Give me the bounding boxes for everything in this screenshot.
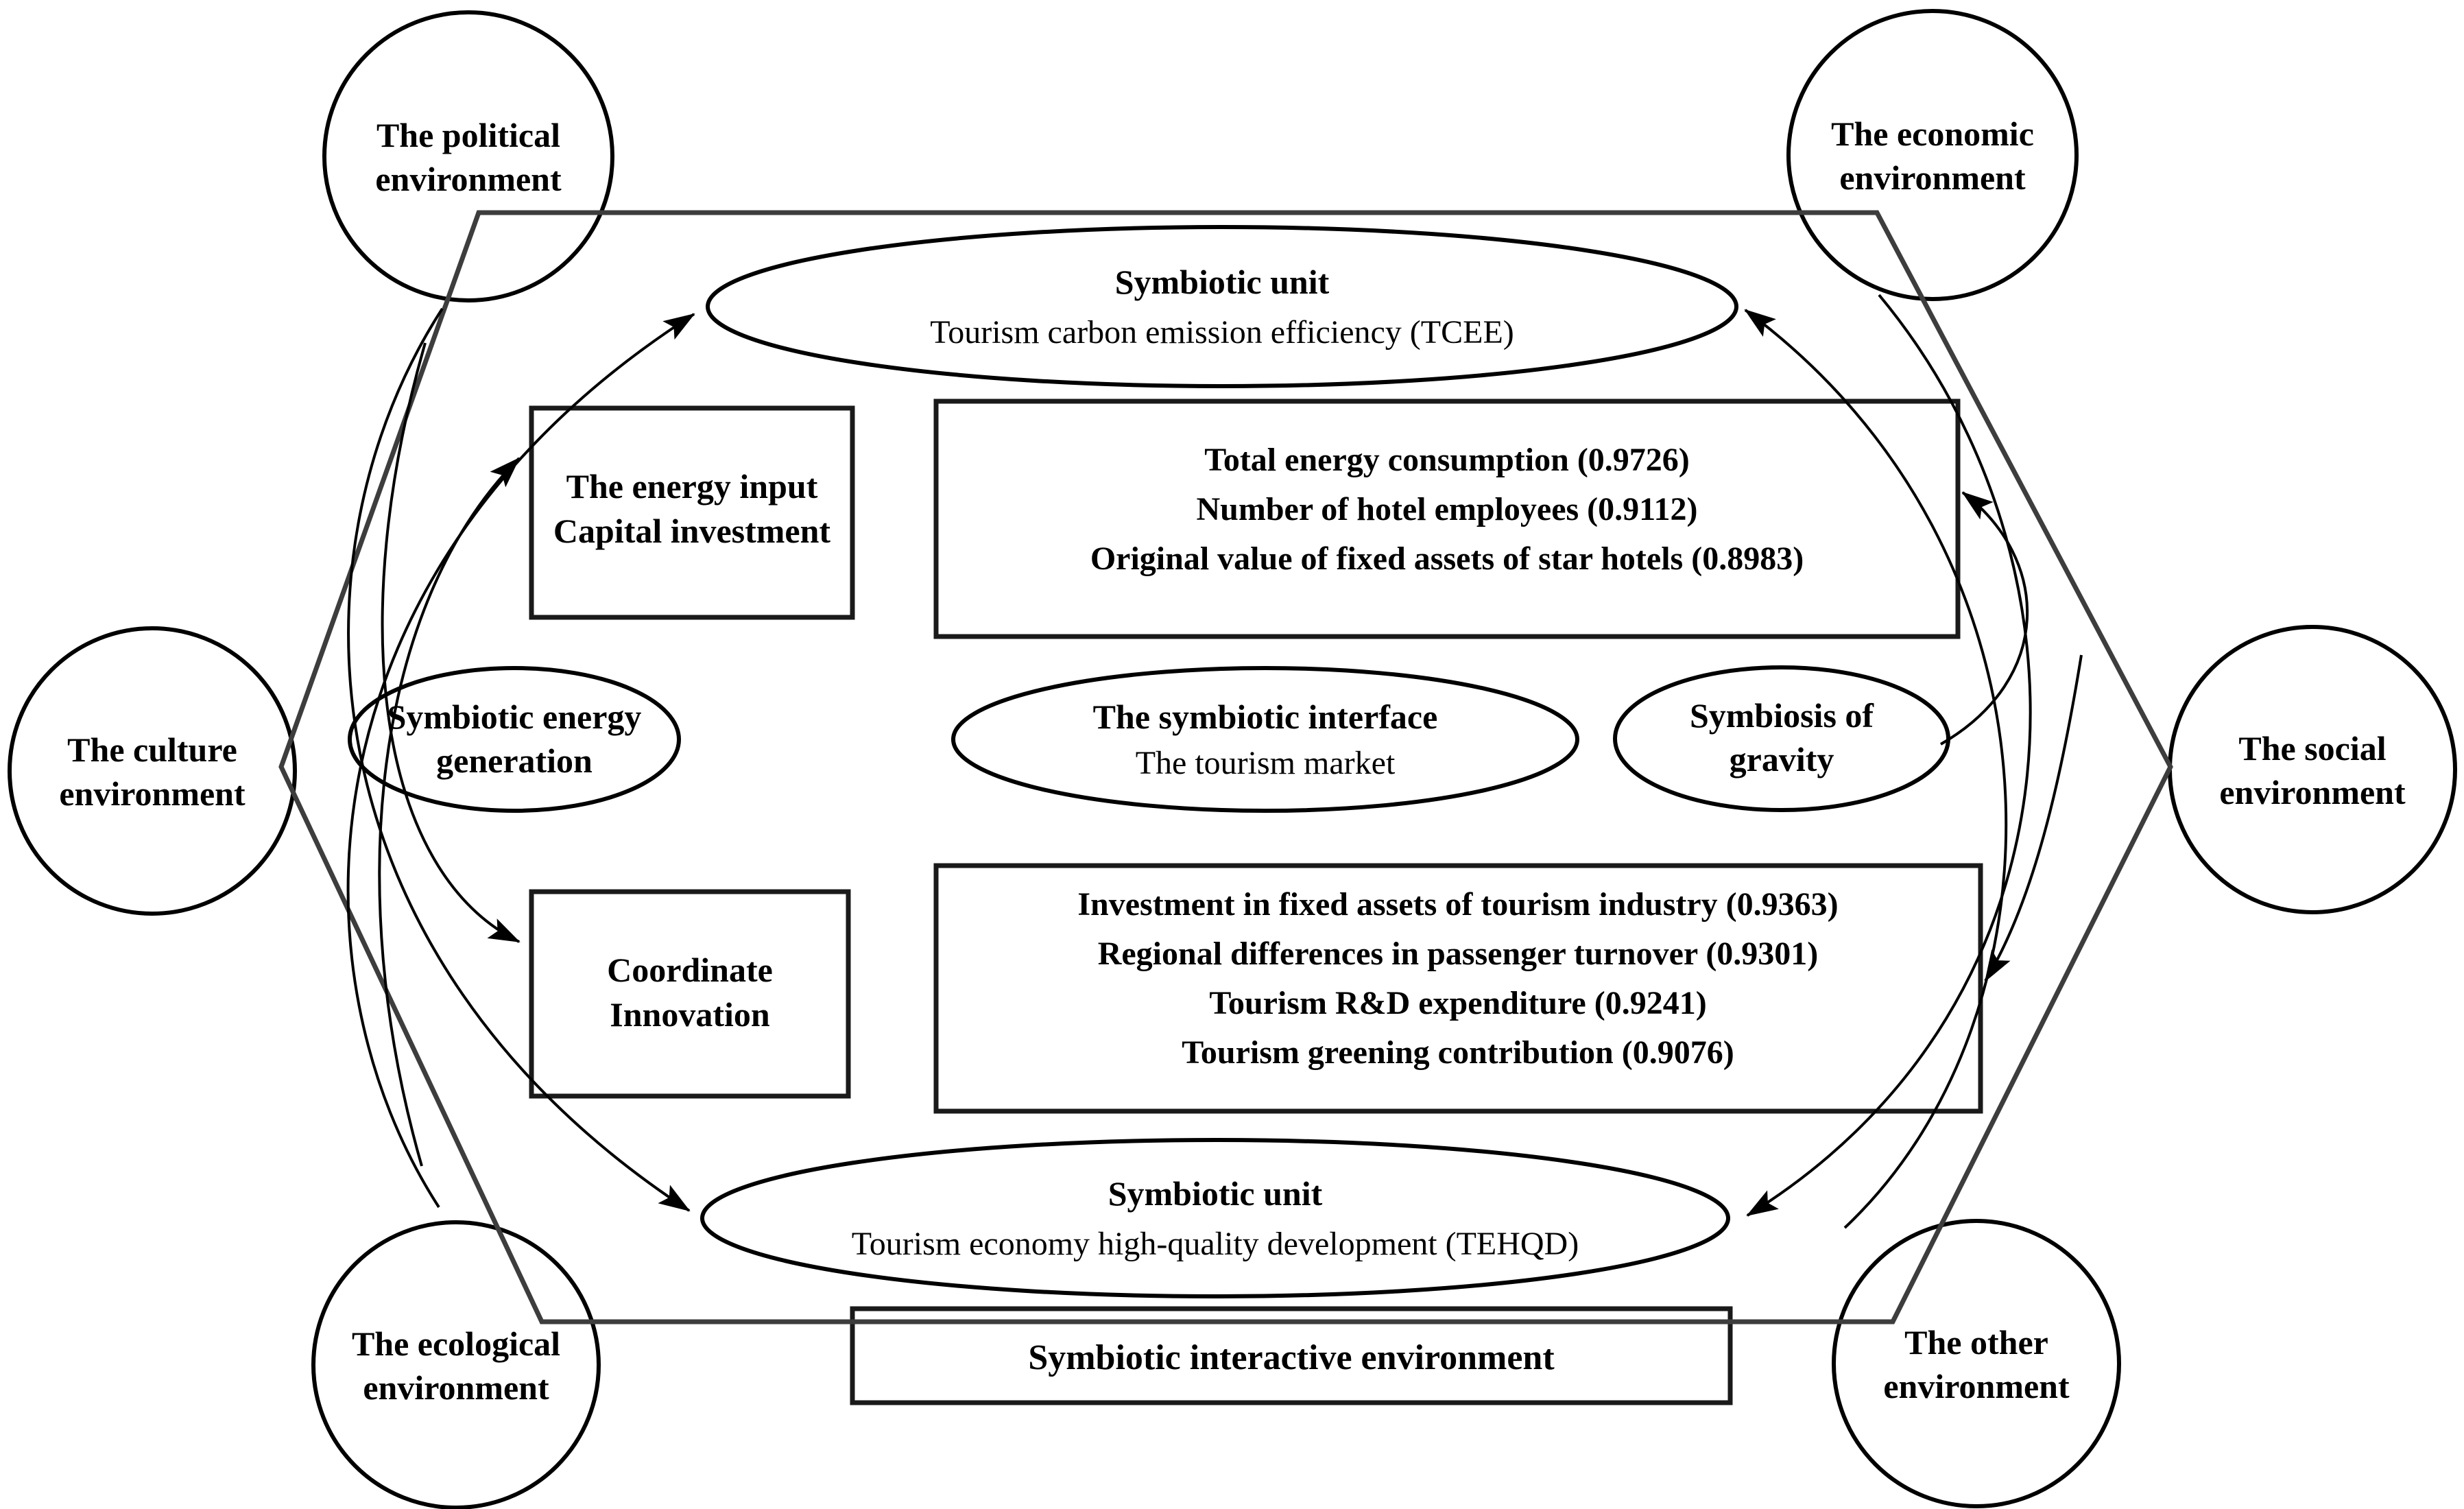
political-environment-label-line1: The political xyxy=(376,116,560,154)
political-environment-label-line2: environment xyxy=(375,160,562,198)
other-environment-label-line1: The other xyxy=(1904,1323,2048,1362)
ecological-environment-label-line1: The ecological xyxy=(352,1324,560,1363)
social-environment-label-line1: The social xyxy=(2238,729,2386,768)
symbiotic-interface-subtitle: The tourism market xyxy=(1136,745,1396,781)
tehqd-unit-title: Symbiotic unit xyxy=(1108,1174,1323,1213)
coordinate-innovation-label-line2: Innovation xyxy=(610,995,770,1034)
tehqd-indicator-1: Investment in fixed assets of tourism in… xyxy=(1077,886,1838,923)
other-environment-circle xyxy=(1832,1219,2121,1508)
coordinate-innovation-label-line1: Coordinate xyxy=(607,951,773,989)
arrow-right-to-tehqd-indicators xyxy=(1984,654,2083,982)
tcee-indicator-3: Original value of fixed assets of star h… xyxy=(1090,540,1804,577)
tehqd-unit-subtitle: Tourism economy high-quality development… xyxy=(852,1226,1579,1262)
gravity-label-line2: gravity xyxy=(1730,740,1834,779)
other-environment-label-line2: environment xyxy=(1883,1367,2070,1405)
tcee-unit-title: Symbiotic unit xyxy=(1115,263,1330,301)
arrow-left-to-innovation xyxy=(381,342,521,943)
symbiotic-interface-ellipse xyxy=(951,666,1579,813)
social-environment-circle xyxy=(2168,625,2457,914)
labels: The political environment The economic e… xyxy=(59,115,2406,1407)
tcee-indicators-box xyxy=(933,399,1961,639)
arrow-right-to-tcee xyxy=(1744,309,2008,1229)
tehqd-indicators-box xyxy=(933,863,1983,1114)
culture-environment-circle xyxy=(8,626,297,916)
arrow-right-to-tcee-indicators xyxy=(1940,491,2029,746)
culture-environment-label-line1: The culture xyxy=(67,730,237,769)
social-environment-label-line2: environment xyxy=(2219,773,2406,811)
ecological-environment-label-line2: environment xyxy=(363,1368,549,1407)
symbiotic-interface-title: The symbiotic interface xyxy=(1093,698,1438,736)
energy-input-box xyxy=(529,405,855,620)
economic-environment-circle xyxy=(1786,9,2079,301)
symbiotic-interactive-environment-label: Symbiotic interactive environment xyxy=(1028,1338,1555,1377)
tcee-indicator-2: Number of hotel employees (0.9112) xyxy=(1196,491,1697,527)
connector-arrows xyxy=(346,294,2083,1229)
energy-generation-label-line2: generation xyxy=(436,741,593,780)
economic-environment-label-line1: The economic xyxy=(1831,115,2034,153)
arrow-left-to-tcee xyxy=(346,313,695,1209)
arrow-right-to-tehqd xyxy=(1746,294,2032,1217)
economic-environment-label-line2: environment xyxy=(1839,158,2026,197)
energy-generation-label-line1: Symbiotic energy xyxy=(387,698,642,736)
tcee-unit-subtitle: Tourism carbon emission efficiency (TCEE… xyxy=(930,314,1514,350)
factor-boxes xyxy=(529,399,1983,1114)
symbiotic-unit-tehqd-ellipse xyxy=(700,1138,1730,1298)
energy-input-label-line2: Capital investment xyxy=(553,512,831,550)
political-environment-circle xyxy=(322,10,614,302)
gravity-label-line1: Symbiosis of xyxy=(1690,696,1874,735)
energy-input-label-line1: The energy input xyxy=(566,467,818,506)
tehqd-indicator-2: Regional differences in passenger turnov… xyxy=(1098,936,1819,972)
symbiotic-interactive-environment-box xyxy=(850,1306,1733,1405)
arrow-left-to-energy-input xyxy=(378,457,521,1167)
tcee-indicator-1: Total energy consumption (0.9726) xyxy=(1204,442,1690,478)
tehqd-indicator-4: Tourism greening contribution (0.9076) xyxy=(1182,1034,1734,1071)
symbiotic-energy-generation-ellipse xyxy=(348,666,681,813)
symbiosis-of-gravity-ellipse xyxy=(1613,665,1950,812)
inner-ellipses xyxy=(348,225,1950,1298)
culture-environment-label-line2: environment xyxy=(59,774,246,813)
coordinate-innovation-box xyxy=(529,889,851,1099)
symbiotic-unit-tcee-ellipse xyxy=(706,225,1738,388)
arrow-left-to-tehqd xyxy=(347,307,691,1212)
tehqd-indicator-3: Tourism R&D expenditure (0.9241) xyxy=(1209,985,1706,1021)
symbiotic-environment-hexagon-frame xyxy=(278,210,2173,1324)
ecological-environment-circle xyxy=(311,1220,601,1509)
